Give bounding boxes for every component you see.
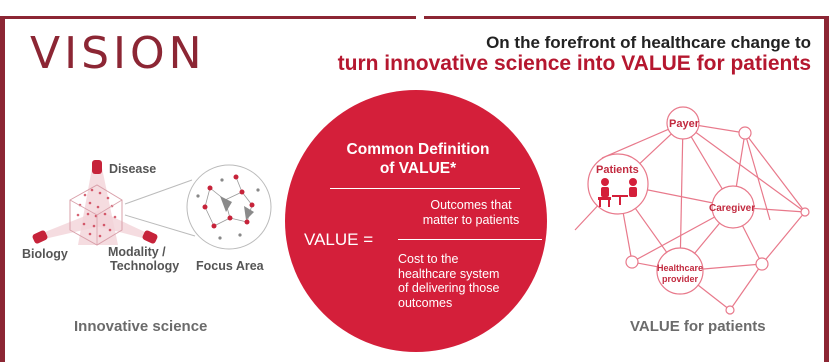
page-title: VISION: [30, 28, 206, 79]
fraction-bar: [398, 239, 542, 240]
focus-area-label: Focus Area: [196, 259, 264, 273]
zoom-line-top: [124, 179, 193, 205]
value-definition-circle: [285, 90, 547, 352]
tagline-line-2: turn innovative science into VALUE for p…: [337, 52, 811, 75]
denominator: Cost to the healthcare system of deliver…: [398, 252, 548, 310]
healthcare-provider-node-label: Healthcare provider: [656, 263, 704, 285]
denominator-line-2: healthcare system: [398, 266, 500, 281]
focus-area-graphic: [186, 164, 272, 250]
top-bar-gap: [416, 0, 424, 19]
technology-label: Technology: [110, 259, 180, 273]
patients-icon: [598, 178, 637, 207]
biology-lamp-icon: [32, 230, 48, 244]
numerator: Outcomes that matter to patients: [396, 198, 546, 228]
top-bar-left: [0, 0, 416, 19]
top-bar-right: [424, 0, 829, 19]
numerator-line-2: matter to patients: [422, 213, 520, 227]
modality-label: Modality /: [108, 245, 166, 259]
innovative-science-caption: Innovative science: [74, 318, 208, 335]
patients-node-label: Patients: [596, 164, 639, 176]
denominator-line-4: outcomes: [398, 295, 453, 310]
numerator-line-1: Outcomes that: [430, 198, 512, 212]
payer-node-label: Payer: [669, 118, 699, 130]
biology-label: Biology: [22, 247, 68, 261]
denominator-line-1: Cost to the: [398, 252, 459, 266]
definition-title-line-2: of VALUE*: [379, 160, 457, 177]
title-divider: [330, 188, 520, 189]
value-for-patients-caption: VALUE for patients: [630, 318, 766, 335]
definition-title-line-1: Common Definition: [346, 141, 490, 158]
spotlight-graphic: [32, 160, 158, 246]
disease-lamp-icon: [92, 160, 102, 174]
provider-label-line-1: Healthcare: [656, 263, 704, 273]
modality-lamp-icon: [142, 230, 158, 244]
caregiver-node-label: Caregiver: [709, 203, 756, 214]
provider-label-line-2: provider: [661, 274, 698, 284]
value-equals-label: VALUE =: [304, 230, 374, 249]
denominator-line-3: of delivering those: [398, 281, 500, 295]
definition-title: Common Definition of VALUE*: [318, 140, 518, 178]
tagline-line-1: On the forefront of healthcare change to: [486, 33, 811, 52]
disease-label: Disease: [109, 162, 157, 176]
zoom-line-bottom: [124, 214, 196, 237]
